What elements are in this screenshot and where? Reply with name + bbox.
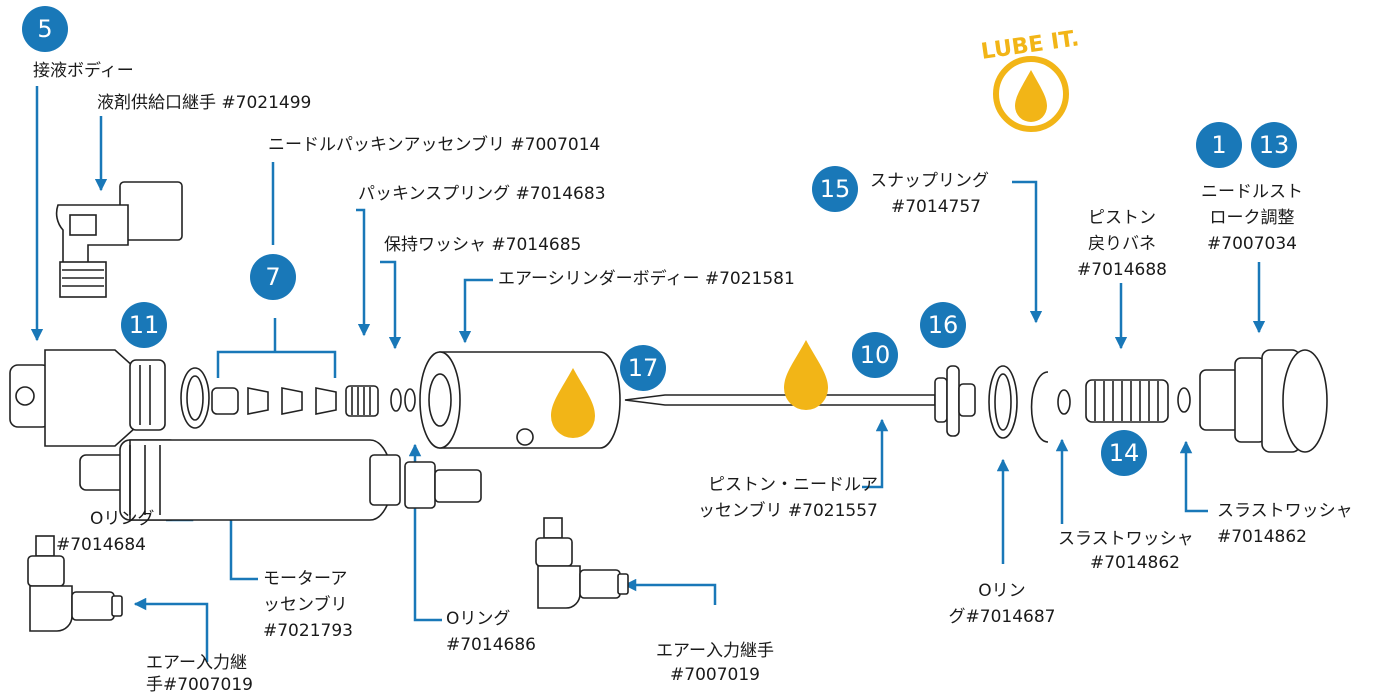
badge-1: 1: [1196, 122, 1242, 168]
label-thrust-a: スラストワッシャ: [1058, 529, 1194, 549]
badge-16: 16: [920, 302, 966, 348]
label-air-in-b: エアー入力継手: [656, 641, 774, 661]
label-thrust-b: スラストワッシャ: [1217, 501, 1353, 521]
packing-spring: [345, 385, 379, 417]
label-motor: モーターア: [263, 569, 348, 589]
label-thrust-b-part: #7014862: [1217, 527, 1307, 547]
lube-drops: [551, 340, 828, 438]
thrust-washer-a: [1057, 389, 1071, 415]
label-piston-spring-part: #7014688: [1077, 260, 1167, 280]
piston-return-spring: [1085, 379, 1169, 423]
label-piston-spring: ピストン: [1088, 208, 1156, 228]
oring-c-inner: [994, 373, 1012, 431]
label-oring-b-part: #7014686: [446, 635, 536, 655]
label-snap-ring: スナップリング: [870, 171, 989, 191]
label-thrust-a-part: #7014862: [1090, 553, 1180, 573]
stroke-adjuster: [1199, 349, 1328, 453]
label-piston-needle-part: ッセンブリ #7021557: [698, 501, 878, 521]
badge-17: 17: [620, 345, 666, 391]
fluid-inlet-fitting: [55, 181, 183, 298]
label-air-in-a-part: 手#7007019: [146, 675, 253, 695]
label-wetted-body: 接液ボディー: [33, 61, 134, 81]
badge-11: 11: [121, 302, 167, 348]
label-motor-2: ッセンブリ: [263, 595, 348, 615]
badge-7: 7: [250, 254, 296, 300]
retaining-washer-2: [404, 388, 416, 412]
label-oring-a: Oリング: [90, 509, 155, 529]
leader-lines: [30, 86, 1266, 662]
label-packing-spring: パッキンスプリング #7014683: [358, 184, 606, 204]
motor-body: [79, 439, 401, 521]
thrust-washer-b: [1177, 387, 1191, 413]
badge-5: 5: [22, 6, 68, 52]
badge-15: 15: [812, 166, 858, 212]
label-stroke-adj-part: #7007034: [1207, 234, 1297, 254]
air-input-a: [27, 535, 123, 632]
label-retaining-washer: 保持ワッシャ #7014685: [384, 235, 582, 255]
label-snap-ring-part: #7014757: [891, 197, 981, 217]
air-input-on-cylinder: [404, 461, 482, 509]
label-air-in-b-part: #7007019: [670, 665, 760, 685]
oring-a-inner: [186, 375, 204, 421]
label-piston-needle: ピストン・ニードルア: [708, 475, 878, 495]
air-input-b: [535, 517, 629, 609]
wetted-body: [9, 349, 166, 447]
lube-drop-cylinder: [551, 368, 595, 438]
lube-drop-needle: [784, 340, 828, 410]
piston-needle: [624, 365, 976, 437]
label-air-in-a: エアー入力継: [146, 653, 247, 673]
badge-14: 14: [1101, 430, 1147, 476]
label-motor-part: #7021793: [263, 621, 353, 641]
badge-13: 13: [1251, 122, 1297, 168]
needle-packing-cones: [211, 387, 337, 415]
label-oring-a-part: #7014684: [56, 535, 146, 555]
badge-10: 10: [852, 332, 898, 378]
retaining-washer: [390, 388, 402, 412]
label-air-cylinder: エアーシリンダーボディー #7021581: [498, 269, 795, 289]
label-oring-c: Oリン: [978, 581, 1026, 601]
label-oring-c-part: グ#7014687: [948, 607, 1056, 627]
label-stroke-adj: ニードルスト: [1201, 182, 1303, 202]
label-fluid-inlet: 液剤供給口継手 #7021499: [97, 93, 312, 113]
snap-ring: [1030, 371, 1049, 443]
label-oring-b: Oリング: [446, 609, 511, 629]
label-needle-packing: ニードルパッキンアッセンブリ #7007014: [268, 135, 601, 155]
lube-it-logo: LUBE IT.: [979, 26, 1081, 132]
label-piston-spring-2: 戻りバネ: [1088, 234, 1156, 254]
label-stroke-adj-2: ローク調整: [1209, 208, 1295, 228]
